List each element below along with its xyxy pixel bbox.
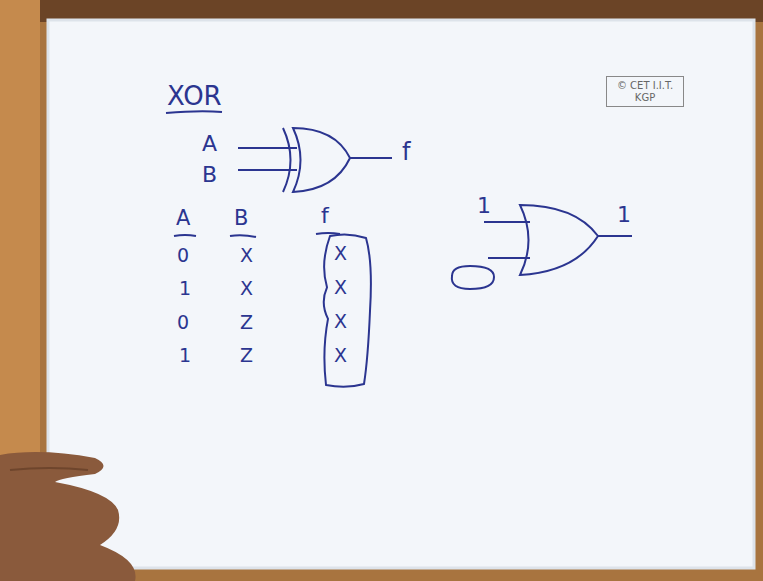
- gate-input-label: A: [202, 133, 217, 155]
- loop-line: [324, 234, 371, 386]
- column-loop: XXXX: [318, 232, 376, 390]
- paper-sheet: [48, 20, 754, 568]
- xor-gate-symbol: [238, 128, 392, 192]
- table-cell: 0: [177, 313, 189, 332]
- hand-crease: [10, 468, 88, 470]
- table-cell: Z: [240, 346, 253, 365]
- output-cell: X: [334, 244, 347, 263]
- output-cell: X: [334, 346, 347, 365]
- watermark-box: © CET I.I.T. KGP: [606, 76, 684, 107]
- title-underline: [166, 111, 222, 113]
- column-header: B: [234, 208, 248, 229]
- column-header: f: [321, 205, 329, 227]
- column-header: A: [176, 208, 190, 229]
- presenter-hand: [0, 452, 136, 581]
- gate-output-value: 1: [617, 204, 631, 226]
- paper-edge: [48, 20, 754, 568]
- table-cell: 0: [177, 246, 189, 265]
- table-cell: Z: [240, 313, 253, 332]
- watermark-text: © CET I.I.T. KGP: [613, 80, 677, 103]
- table-cell: X: [240, 246, 253, 265]
- table-cell: X: [240, 279, 253, 298]
- title-heading: XOR: [167, 83, 222, 109]
- gate-input-value: 1: [477, 195, 491, 217]
- table-cell: 1: [179, 279, 191, 298]
- output-cell: X: [334, 312, 347, 331]
- gate-output-label: f: [402, 140, 410, 164]
- output-cell: X: [334, 278, 347, 297]
- or-gate-symbol: [452, 205, 632, 289]
- table-cell: 1: [179, 346, 191, 365]
- header-underlines: [174, 233, 340, 237]
- gate-input-label: B: [202, 164, 217, 186]
